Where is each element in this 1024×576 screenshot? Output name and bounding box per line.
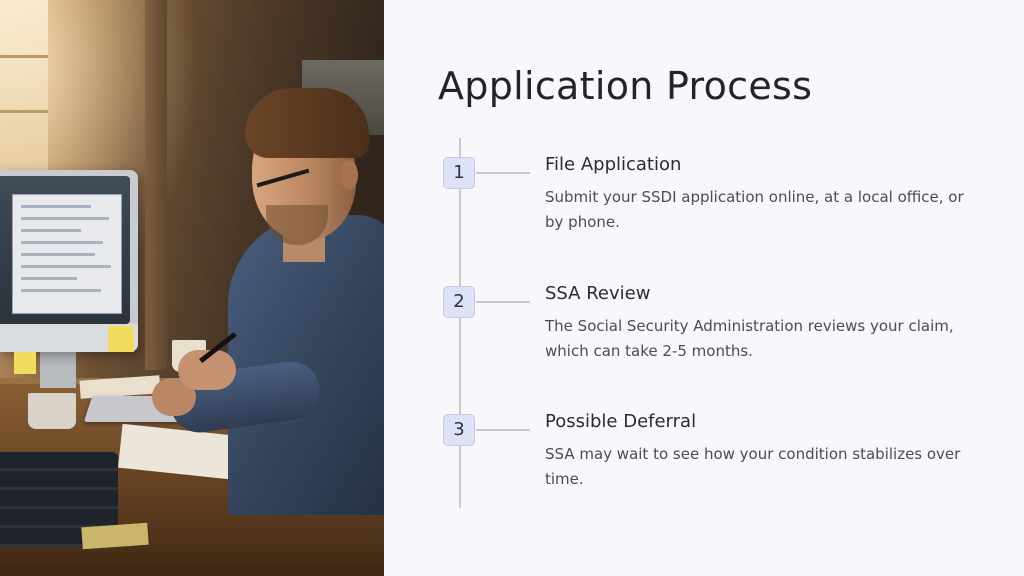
step-number-badge: 3 (443, 414, 475, 446)
screen-text-line (21, 229, 81, 232)
wall-pillar (145, 0, 167, 370)
screen-text-line (21, 277, 77, 280)
screen-text-line (21, 217, 109, 220)
step-number-badge: 1 (443, 157, 475, 189)
computer-monitor (0, 170, 138, 352)
screen-text-line (21, 253, 95, 256)
step-description: The Social Security Administration revie… (545, 317, 954, 360)
sticky-note (14, 352, 36, 374)
slide-title: Application Process (438, 64, 813, 108)
step-description: Submit your SSDI application online, at … (545, 188, 964, 231)
screen-text-line (21, 241, 103, 244)
screen-text-line (21, 205, 91, 208)
step-heading: File Application (545, 154, 682, 175)
coffee-mug (28, 393, 76, 429)
person-hair (245, 88, 369, 158)
screen-document-window (12, 194, 122, 314)
step-heading: SSA Review (545, 283, 651, 304)
content-panel: Application Process 1 File Application S… (384, 0, 1024, 576)
step-connector (476, 429, 530, 431)
screen-text-line (21, 289, 101, 292)
window-mullion (0, 110, 48, 113)
notepad (81, 522, 149, 550)
monitor-stand (40, 352, 76, 388)
step-connector (476, 301, 530, 303)
window (0, 0, 48, 175)
window-mullion (0, 55, 48, 58)
step-connector (476, 172, 530, 174)
timeline-line (459, 138, 461, 508)
step-description: SSA may wait to see how your condition s… (545, 445, 961, 488)
step-heading: Possible Deferral (545, 411, 697, 432)
monitor-screen (0, 176, 130, 324)
screen-text-line (21, 265, 111, 268)
man-at-computer-photo (0, 0, 384, 576)
person-ear (340, 160, 358, 190)
step-number-badge: 2 (443, 286, 475, 318)
sticky-note (108, 326, 134, 352)
